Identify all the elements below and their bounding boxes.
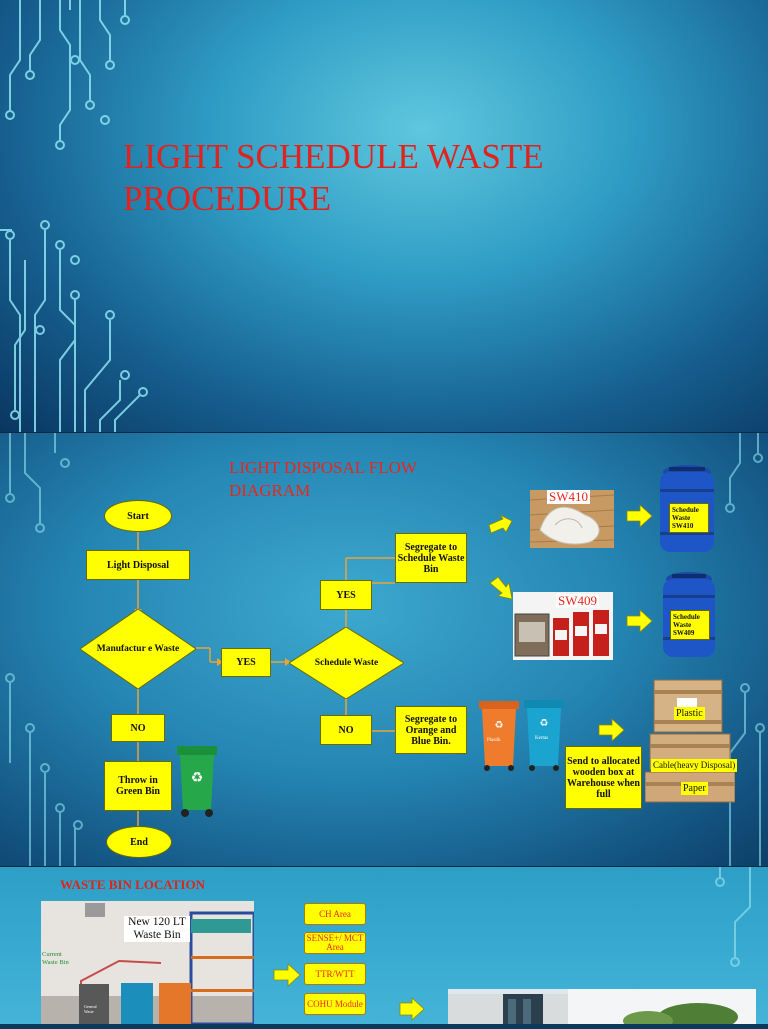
- drum-sw410-label: Schedule Waste SW410: [669, 503, 709, 533]
- area-ttr-wtt: TTR/WTT: [304, 963, 366, 985]
- yellow-arrows: [488, 504, 653, 742]
- arrow-icon: [598, 718, 625, 742]
- waste-bin-location-title: WASTE BIN LOCATION: [60, 877, 205, 892]
- circuit-decoration-right: [715, 867, 751, 967]
- sw409-photo: [513, 592, 613, 660]
- arrow-icon: [273, 963, 301, 987]
- area-ch: CH Area: [304, 903, 366, 925]
- arrow-icon: [626, 609, 653, 633]
- bin-kertas-label: Kertas: [535, 736, 549, 741]
- area-sense-mct: SENSE+/ MCT Area: [304, 932, 366, 954]
- sw410-photo: [529, 490, 615, 548]
- light-disposal-node: Light Disposal: [86, 550, 190, 580]
- area-cohu: COHU Module: [304, 993, 366, 1015]
- end-node: End: [106, 826, 172, 858]
- title-slide: LIGHT SCHEDULE WASTE PROCEDURE: [0, 0, 768, 432]
- general-waste-label: General Waste: [84, 1004, 97, 1014]
- start-node: Start: [104, 500, 172, 532]
- svg-text:♻: ♻: [495, 720, 504, 731]
- arrow-icon: [488, 514, 513, 534]
- manufacture-waste-label: Manufactur e Waste: [96, 643, 180, 654]
- building-photo: [448, 989, 756, 1029]
- send-wooden-box-node: Send to allocated wooden box at Warehous…: [565, 746, 642, 809]
- slide-divider: [0, 432, 768, 433]
- wooden-boxes: [644, 678, 736, 804]
- cable-tag: Cable(heavy Disposal): [651, 759, 738, 772]
- no-node-2: NO: [320, 715, 372, 745]
- slide-title: LIGHT SCHEDULE WASTE PROCEDURE: [123, 137, 544, 218]
- flow-diagram-title: LIGHT DISPOSAL FLOW DIAGRAM: [229, 458, 417, 500]
- slide-divider: [0, 866, 768, 867]
- current-bin-label: Current Waste Bin: [42, 951, 69, 966]
- area-arrows: [273, 963, 301, 987]
- flow-connectors: [134, 531, 395, 826]
- sw409-tag: SW409: [556, 593, 599, 608]
- yes-node-2: YES: [320, 580, 372, 610]
- schedule-waste-label: Schedule Waste: [314, 657, 379, 668]
- arrow-icon: [489, 576, 513, 600]
- throw-green-bin-node: Throw in Green Bin: [104, 761, 172, 811]
- yes-node-1: YES: [221, 648, 271, 677]
- plastic-tag: Plastic: [674, 707, 705, 720]
- arrow-icon: [626, 504, 653, 528]
- green-bin: ♻: [175, 744, 219, 818]
- sw410-tag: SW410: [547, 489, 590, 504]
- segregate-orange-blue-node: Segregate to Orange and Blue Bin.: [395, 706, 467, 754]
- circuit-decoration: [0, 0, 148, 432]
- svg-text:♻: ♻: [540, 718, 549, 729]
- new-bin-label: New 120 LT Waste Bin: [124, 916, 190, 942]
- drum-sw409-label: Schedule Waste SW409: [670, 610, 710, 640]
- orange-blue-bins: ♻ ♻: [477, 698, 567, 772]
- no-node-1: NO: [111, 714, 165, 742]
- circuit-decoration-right: [725, 433, 765, 866]
- paper-tag: Paper: [681, 782, 708, 795]
- manufacture-waste-decision: Manufactur e Waste: [80, 609, 196, 689]
- segregate-schedule-node: Segregate to Schedule Waste Bin: [395, 533, 467, 583]
- svg-text:♻: ♻: [191, 771, 204, 786]
- schedule-waste-decision: Schedule Waste: [289, 627, 404, 699]
- circuit-decoration: [5, 433, 83, 866]
- area-arrow-right: [399, 997, 425, 1021]
- bin-plastik-label: Plastik: [487, 738, 501, 743]
